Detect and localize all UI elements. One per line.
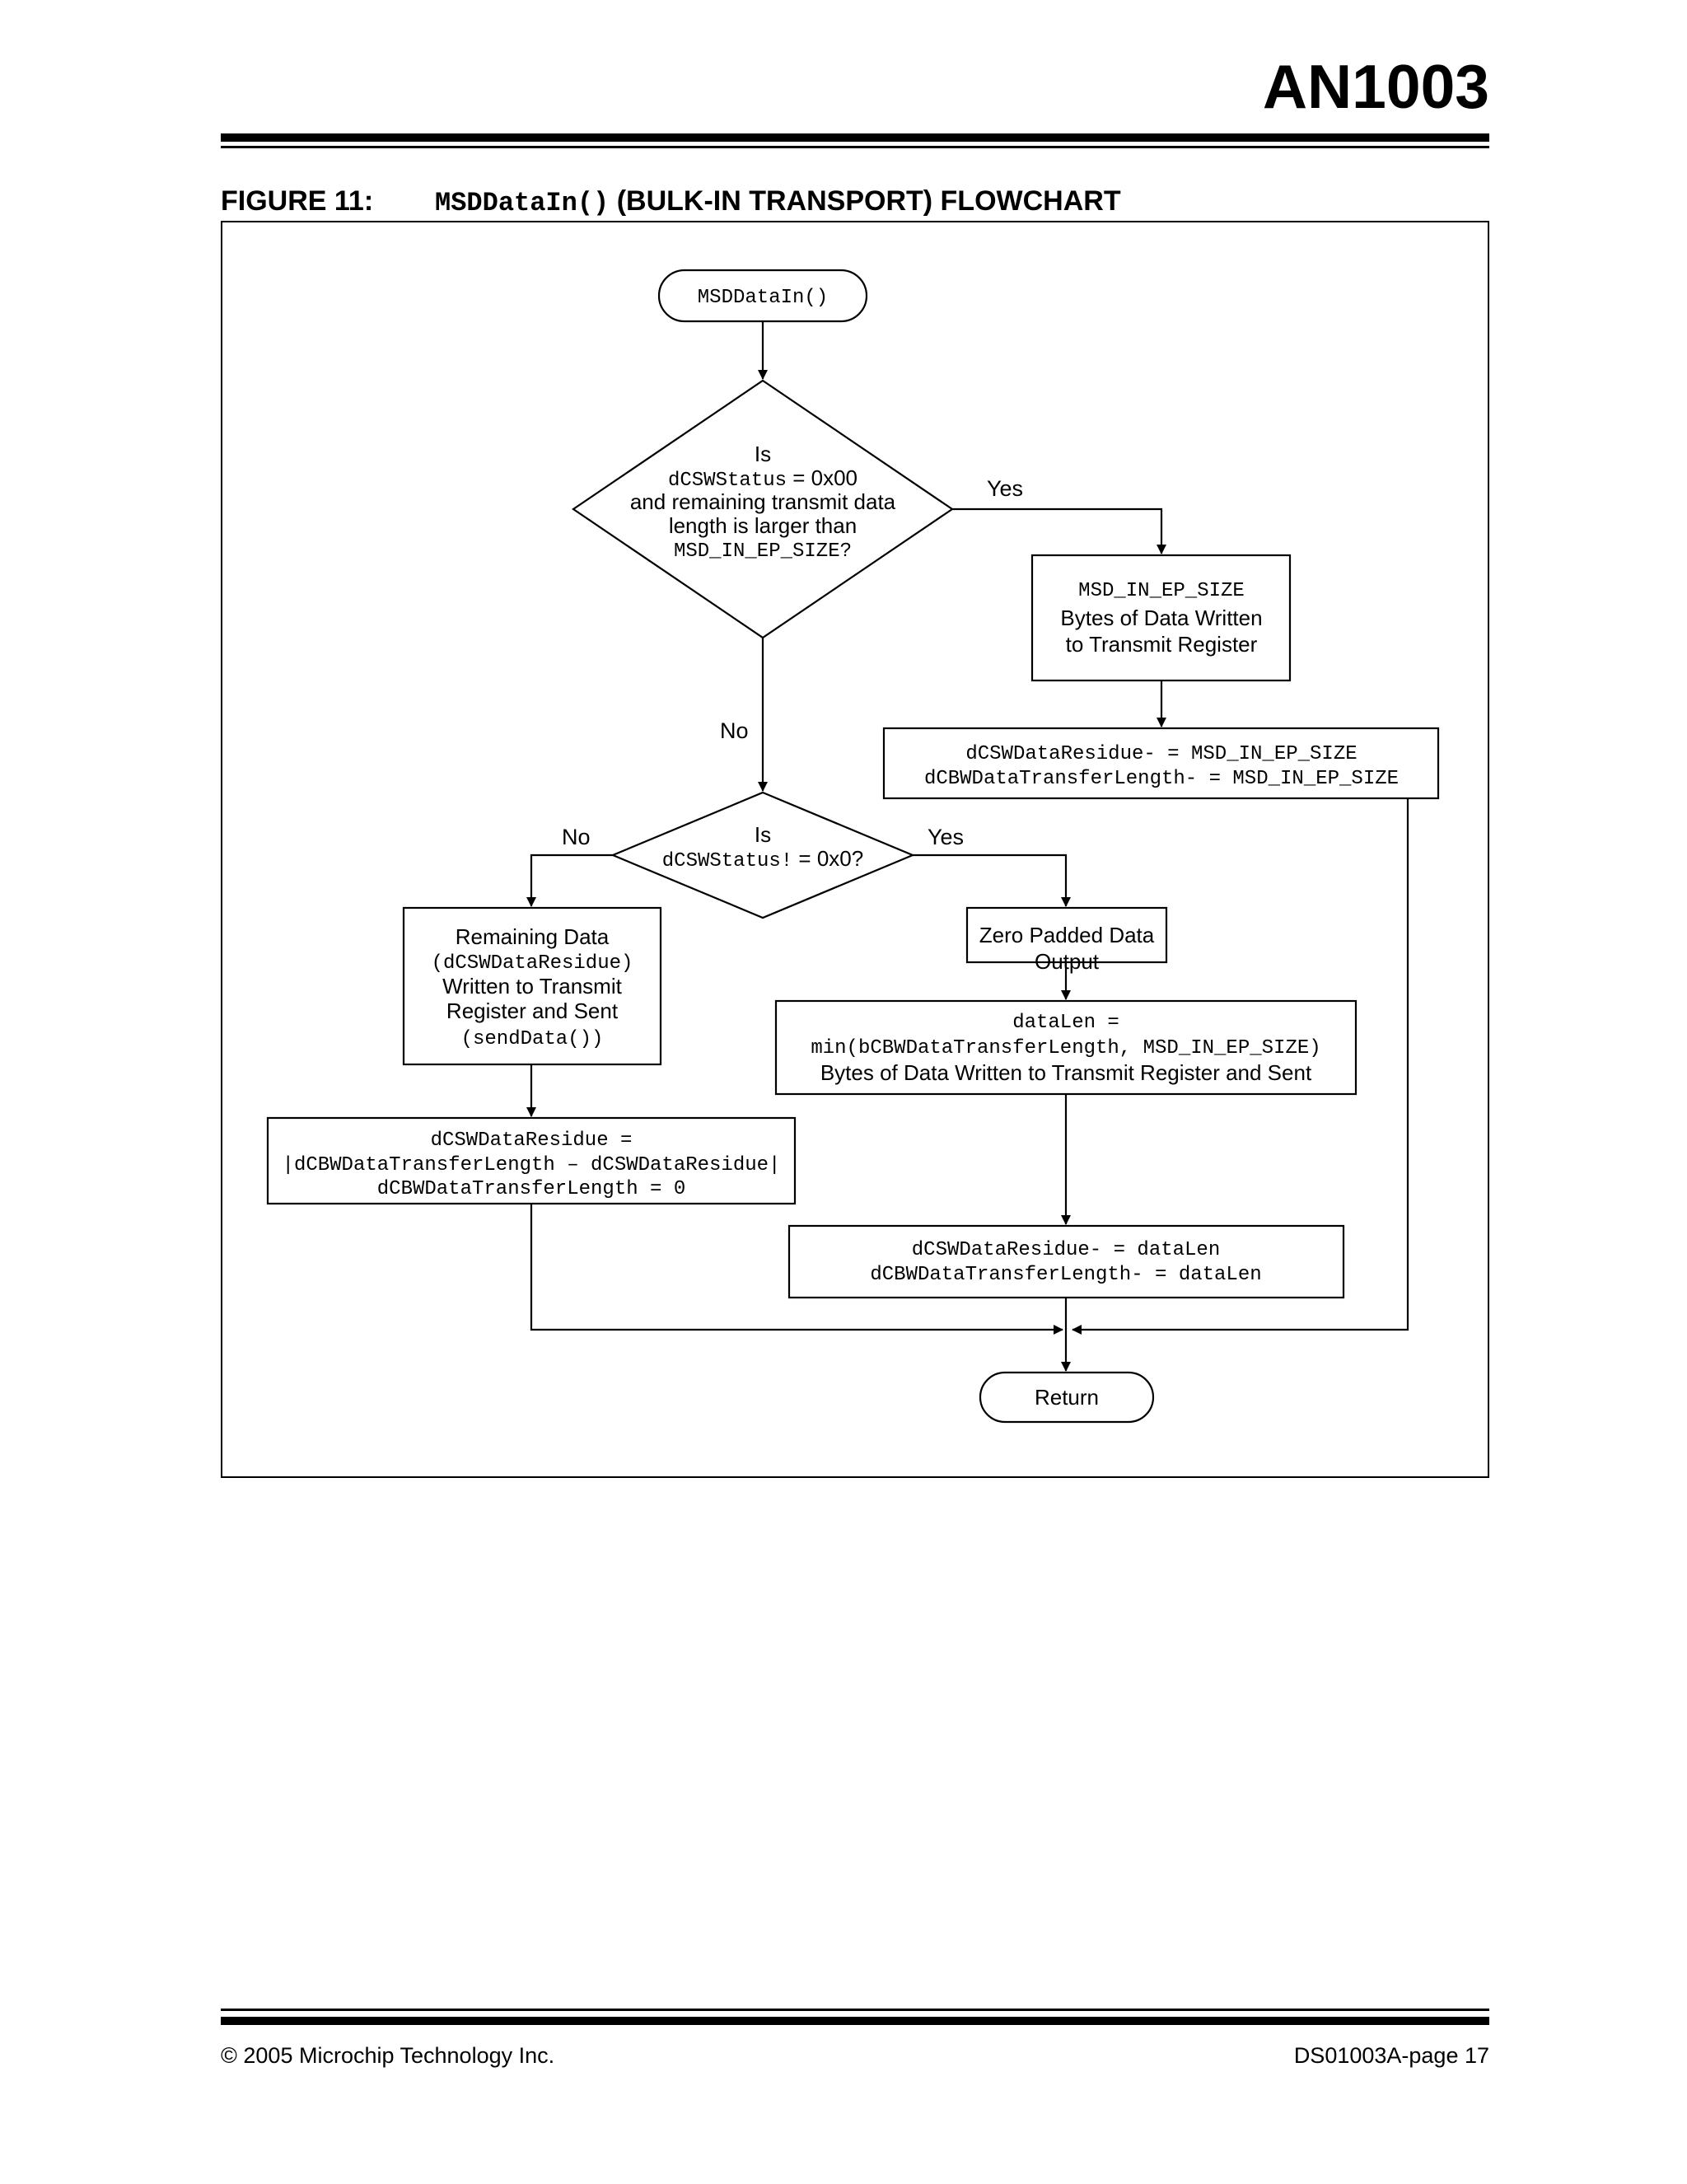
- document-id: AN1003: [1262, 52, 1489, 121]
- remaining-line1: Remaining Data: [456, 924, 610, 949]
- figure-caption: FIGURE 11: MSDDataIn() (BULK-IN TRANSPORT…: [221, 185, 1121, 218]
- arrow-decision2-yes: [913, 853, 1071, 907]
- start-label: MSDDataIn(): [698, 287, 828, 309]
- return-terminator: [979, 1371, 1155, 1424]
- decision1-line2-text: = 0x00: [787, 465, 858, 490]
- decision2-line2: dCSWStatus! = 0x0?: [662, 846, 863, 872]
- datalen-line3: Bytes of Data Written to Transmit Regist…: [820, 1060, 1312, 1085]
- decision2-line2-text: = 0x0?: [792, 846, 863, 871]
- update1-line2: dCBWDataTransferLength- = MSD_IN_EP_SIZE: [924, 768, 1399, 790]
- write-box-line1: MSD_IN_EP_SIZE: [1078, 580, 1245, 602]
- write-box-line3: to Transmit Register: [1066, 632, 1258, 657]
- footer-rule-thick: [221, 2017, 1489, 2025]
- remaining-line4: Register and Sent: [446, 998, 619, 1023]
- return-label: Return: [1035, 1385, 1099, 1410]
- decision1-line3: and remaining transmit data: [630, 489, 896, 514]
- decision1-line4: length is larger than: [669, 513, 857, 538]
- remaining-line2: (dCSWDataResidue): [432, 952, 633, 975]
- update1-line2-code: dCBWDataTransferLength- =: [924, 768, 1232, 790]
- decision1-no-label: No: [720, 718, 749, 743]
- decision1-line5: MSD_IN_EP_SIZE?: [674, 540, 852, 563]
- write-box-line2: Bytes of Data Written: [1060, 606, 1262, 630]
- residue-line3: dCBWDataTransferLength = 0: [377, 1178, 685, 1200]
- header-rule-thin: [221, 146, 1489, 148]
- figure-title-code: MSDDataIn(): [435, 188, 610, 218]
- decision2-line2-code: dCSWStatus!: [662, 850, 792, 872]
- footer-copyright: © 2005 Microchip Technology Inc.: [221, 2043, 555, 2068]
- decision1-yes-label: Yes: [987, 476, 1023, 501]
- remaining-line3: Written to Transmit: [442, 974, 622, 998]
- decision2-line1: Is: [755, 822, 771, 847]
- datalen-line1: dataLen =: [1012, 1012, 1119, 1034]
- update1-line1-code: dCSWDataResidue- =: [965, 743, 1191, 765]
- zero-line2: Output: [1035, 949, 1100, 974]
- datalen-line2: min(bCBWDataTransferLength, MSD_IN_EP_SI…: [811, 1037, 1320, 1059]
- decision1-line1: Is: [755, 442, 771, 466]
- header-rule-thick: [221, 133, 1489, 142]
- update1-box: [882, 727, 1440, 800]
- remaining-line5: (sendData()): [461, 1028, 604, 1050]
- decision2-yes-label: Yes: [928, 825, 964, 849]
- footer-rule-thin: [221, 2009, 1489, 2011]
- arrow-decision2-no: [526, 853, 613, 907]
- residue-line1: dCSWDataResidue =: [431, 1129, 633, 1152]
- update1-line2-code2: MSD_IN_EP_SIZE: [1232, 768, 1399, 790]
- figure-frame: [221, 221, 1489, 1478]
- update2-line2: dCBWDataTransferLength- = dataLen: [870, 1264, 1261, 1286]
- decision1-line2-code: dCSWStatus: [668, 470, 787, 492]
- update2-line1: dCSWDataResidue- = dataLen: [912, 1239, 1220, 1261]
- footer-page-number: DS01003A-page 17: [1293, 2043, 1489, 2068]
- figure-title-text: (BULK-IN TRANSPORT) FLOWCHART: [616, 185, 1121, 217]
- update1-line1-code2: MSD_IN_EP_SIZE: [1191, 743, 1358, 765]
- arrow-decision1-yes: [952, 507, 1166, 554]
- decision2-no-label: No: [562, 825, 591, 849]
- arrow-residue-to-merge: [530, 1204, 1063, 1335]
- update2-box: [787, 1224, 1345, 1299]
- decision2-diamond: [610, 791, 915, 919]
- zero-line1: Zero Padded Data: [979, 923, 1155, 947]
- residue-line2: |dCBWDataTransferLength – dCSWDataResidu…: [283, 1154, 781, 1176]
- arrow-update1-to-merge: [1072, 798, 1409, 1335]
- decision1-line2: dCSWStatus = 0x00: [668, 465, 858, 492]
- figure-number: FIGURE 11:: [221, 185, 374, 217]
- update1-line1: dCSWDataResidue- = MSD_IN_EP_SIZE: [965, 743, 1357, 765]
